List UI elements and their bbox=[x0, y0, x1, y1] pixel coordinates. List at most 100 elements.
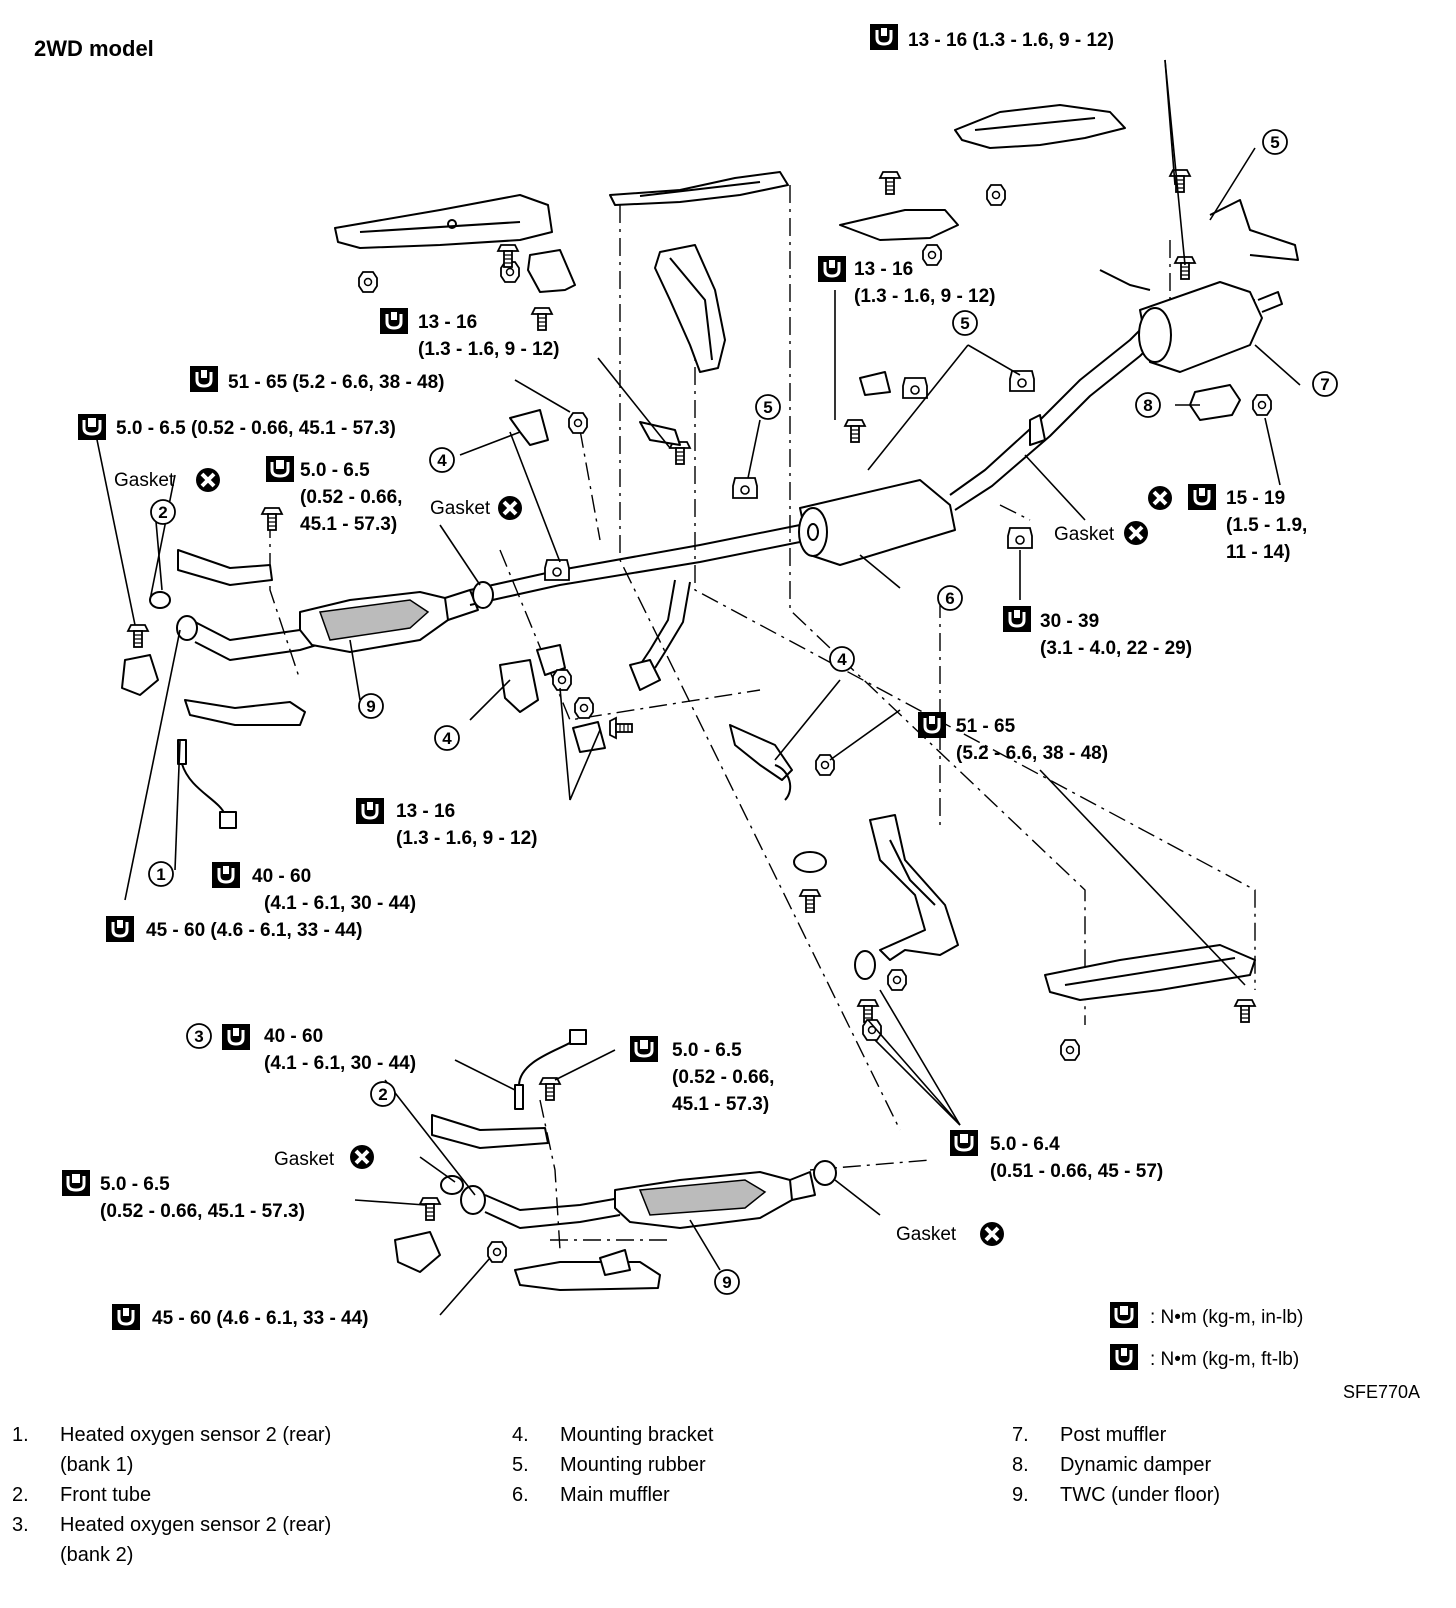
front-tube-bank2 bbox=[431, 1114, 661, 1291]
list-item: 1. Heated oxygen sensor 2 (rear)(bank 1) bbox=[12, 1424, 332, 1476]
torque-label-16b: (0.51 - 0.66, 45 - 57) bbox=[990, 1161, 1163, 1182]
gasket-label-4: Gasket bbox=[274, 1149, 335, 1170]
list-item: 5. Mounting rubber bbox=[512, 1454, 706, 1476]
list-item: 4. Mounting bracket bbox=[512, 1424, 714, 1446]
callout-4: 4 bbox=[429, 447, 455, 473]
mounting-bracket-lower-left bbox=[499, 644, 566, 713]
list-item: 2. Front tube bbox=[12, 1484, 152, 1506]
figure-code: SFE770A bbox=[1343, 1382, 1420, 1400]
torque-label-9a: 51 - 65 bbox=[956, 716, 1016, 737]
callout-9: 9 bbox=[358, 693, 384, 719]
parts-column-3: 7. Post muffler 8. Dynamic damper 9. TWC… bbox=[1000, 1420, 1400, 1510]
torque-label-5: 5.0 - 6.5 (0.52 - 0.66, 45.1 - 57.3) bbox=[116, 418, 396, 439]
callout-2: 2 bbox=[370, 1081, 396, 1107]
callout-7: 7 bbox=[1312, 371, 1338, 397]
svg-text:: N•m (kg-m, ft-lb): : N•m (kg-m, ft-lb) bbox=[1150, 1349, 1299, 1370]
main-pipe bbox=[469, 524, 801, 606]
callout-5: 5 bbox=[755, 394, 781, 420]
torque-label-15a: 5.0 - 6.5 bbox=[100, 1174, 170, 1195]
torque-label-6a: 5.0 - 6.5 bbox=[300, 460, 370, 481]
torque-label-15b: (0.52 - 0.66, 45.1 - 57.3) bbox=[100, 1201, 305, 1222]
bracket-center bbox=[639, 371, 1046, 446]
sensor-bank2 bbox=[514, 1029, 587, 1110]
svg-text:5: 5 bbox=[1270, 133, 1279, 152]
torque-label-3b: (1.3 - 1.6, 9 - 12) bbox=[418, 339, 560, 360]
center-link-pipe bbox=[654, 244, 726, 373]
svg-text:7: 7 bbox=[1320, 375, 1329, 394]
exhaust-system-diagram: 2WD model bbox=[34, 22, 1420, 1400]
twc-bank1 bbox=[299, 589, 479, 653]
svg-text:6: 6 bbox=[945, 589, 954, 608]
post-muffler-bracket bbox=[1099, 199, 1299, 291]
torque-label-6c: 45.1 - 57.3) bbox=[300, 514, 397, 535]
front-link-pipe bbox=[869, 814, 959, 961]
torque-label-7b: (1.5 - 1.9, bbox=[1226, 515, 1307, 536]
svg-text:5: 5 bbox=[763, 398, 772, 417]
svg-text:9: 9 bbox=[366, 697, 375, 716]
torque-label-11a: 40 - 60 bbox=[252, 866, 311, 887]
heat-shield-lower-right bbox=[1044, 944, 1256, 1001]
svg-text:2: 2 bbox=[158, 503, 167, 522]
legend-ft-lb: : N•m (kg-m, ft-lb) bbox=[1108, 1342, 1299, 1372]
gasket-label-3: Gasket bbox=[1054, 524, 1115, 545]
gasket-label-5: Gasket bbox=[896, 1224, 957, 1245]
parts-column-1: 1. Heated oxygen sensor 2 (rear)(bank 1)… bbox=[0, 1420, 400, 1570]
parts-list: 1. Heated oxygen sensor 2 (rear)(bank 1)… bbox=[0, 1420, 1456, 1600]
callout-9: 9 bbox=[714, 1269, 740, 1295]
torque-label-14b: (0.52 - 0.66, bbox=[672, 1067, 774, 1088]
sensor-bank1 bbox=[177, 739, 237, 829]
svg-text:1: 1 bbox=[156, 865, 165, 884]
torque-label-13a: 40 - 60 bbox=[264, 1026, 323, 1047]
svg-text:4: 4 bbox=[837, 650, 847, 669]
heat-shield-upper-left bbox=[334, 194, 576, 293]
torque-label-12: 45 - 60 (4.6 - 6.1, 33 - 44) bbox=[146, 920, 363, 941]
torque-label-8b: (3.1 - 4.0, 22 - 29) bbox=[1040, 638, 1192, 659]
twc-bank2 bbox=[614, 1171, 816, 1229]
dynamic-damper bbox=[1189, 384, 1241, 421]
torque-label-8a: 30 - 39 bbox=[1040, 611, 1099, 632]
torque-label-11b: (4.1 - 6.1, 30 - 44) bbox=[264, 893, 416, 914]
torque-label-13b: (4.1 - 6.1, 30 - 44) bbox=[264, 1053, 416, 1074]
main-muffler bbox=[798, 479, 956, 566]
parts-column-2: 4. Mounting bracket 5. Mounting rubber 6… bbox=[500, 1420, 900, 1510]
callout-4: 4 bbox=[829, 646, 855, 672]
callout-8: 8 bbox=[1135, 392, 1161, 418]
svg-text:4: 4 bbox=[437, 451, 447, 470]
heat-shield-upper-center bbox=[609, 171, 789, 206]
torque-label-14a: 5.0 - 6.5 bbox=[672, 1040, 742, 1061]
torque-label-10a: 13 - 16 bbox=[396, 801, 455, 822]
gasket-label-1: Gasket bbox=[114, 470, 175, 491]
torque-label-2a: 13 - 16 bbox=[854, 259, 913, 280]
list-item: 9. TWC (under floor) bbox=[1012, 1484, 1221, 1506]
legend-in-lb: : N•m (kg-m, in-lb) bbox=[1108, 1300, 1303, 1330]
list-item: 6. Main muffler bbox=[512, 1484, 670, 1506]
diagram-title: 2WD model bbox=[34, 36, 154, 61]
mounting-bracket-lower-right bbox=[729, 724, 793, 801]
list-item: 3. Heated oxygen sensor 2 (rear)(bank 2) bbox=[12, 1514, 332, 1566]
torque-label-1: 13 - 16 (1.3 - 1.6, 9 - 12) bbox=[908, 30, 1114, 51]
leader-lines bbox=[94, 59, 1301, 1316]
post-muffler bbox=[1138, 281, 1283, 373]
list-item: 7. Post muffler bbox=[1012, 1424, 1167, 1446]
callout-2: 2 bbox=[150, 499, 176, 525]
torque-label-16a: 5.0 - 6.4 bbox=[990, 1134, 1060, 1155]
callout-6: 6 bbox=[937, 585, 963, 611]
torque-label-7c: 11 - 14) bbox=[1226, 542, 1290, 563]
front-tube-bank1 bbox=[177, 549, 341, 726]
callout-3: 3 bbox=[186, 1023, 212, 1049]
tail-pipe bbox=[949, 319, 1161, 511]
bracket-4-upper bbox=[509, 409, 549, 446]
heat-shield-upper-right bbox=[839, 104, 1126, 241]
torque-label-10b: (1.3 - 1.6, 9 - 12) bbox=[396, 828, 538, 849]
svg-text:3: 3 bbox=[194, 1027, 203, 1046]
svg-text:8: 8 bbox=[1143, 396, 1152, 415]
torque-label-7a: 15 - 19 bbox=[1226, 488, 1285, 509]
callout-5: 5 bbox=[1262, 129, 1288, 155]
svg-text:5: 5 bbox=[960, 314, 969, 333]
torque-label-14c: 45.1 - 57.3) bbox=[672, 1094, 769, 1115]
torque-label-3a: 13 - 16 bbox=[418, 312, 477, 333]
svg-text:4: 4 bbox=[442, 729, 452, 748]
center-pipe-lower bbox=[629, 579, 691, 691]
callout-5: 5 bbox=[952, 310, 978, 336]
list-item: 8. Dynamic damper bbox=[1012, 1454, 1212, 1476]
